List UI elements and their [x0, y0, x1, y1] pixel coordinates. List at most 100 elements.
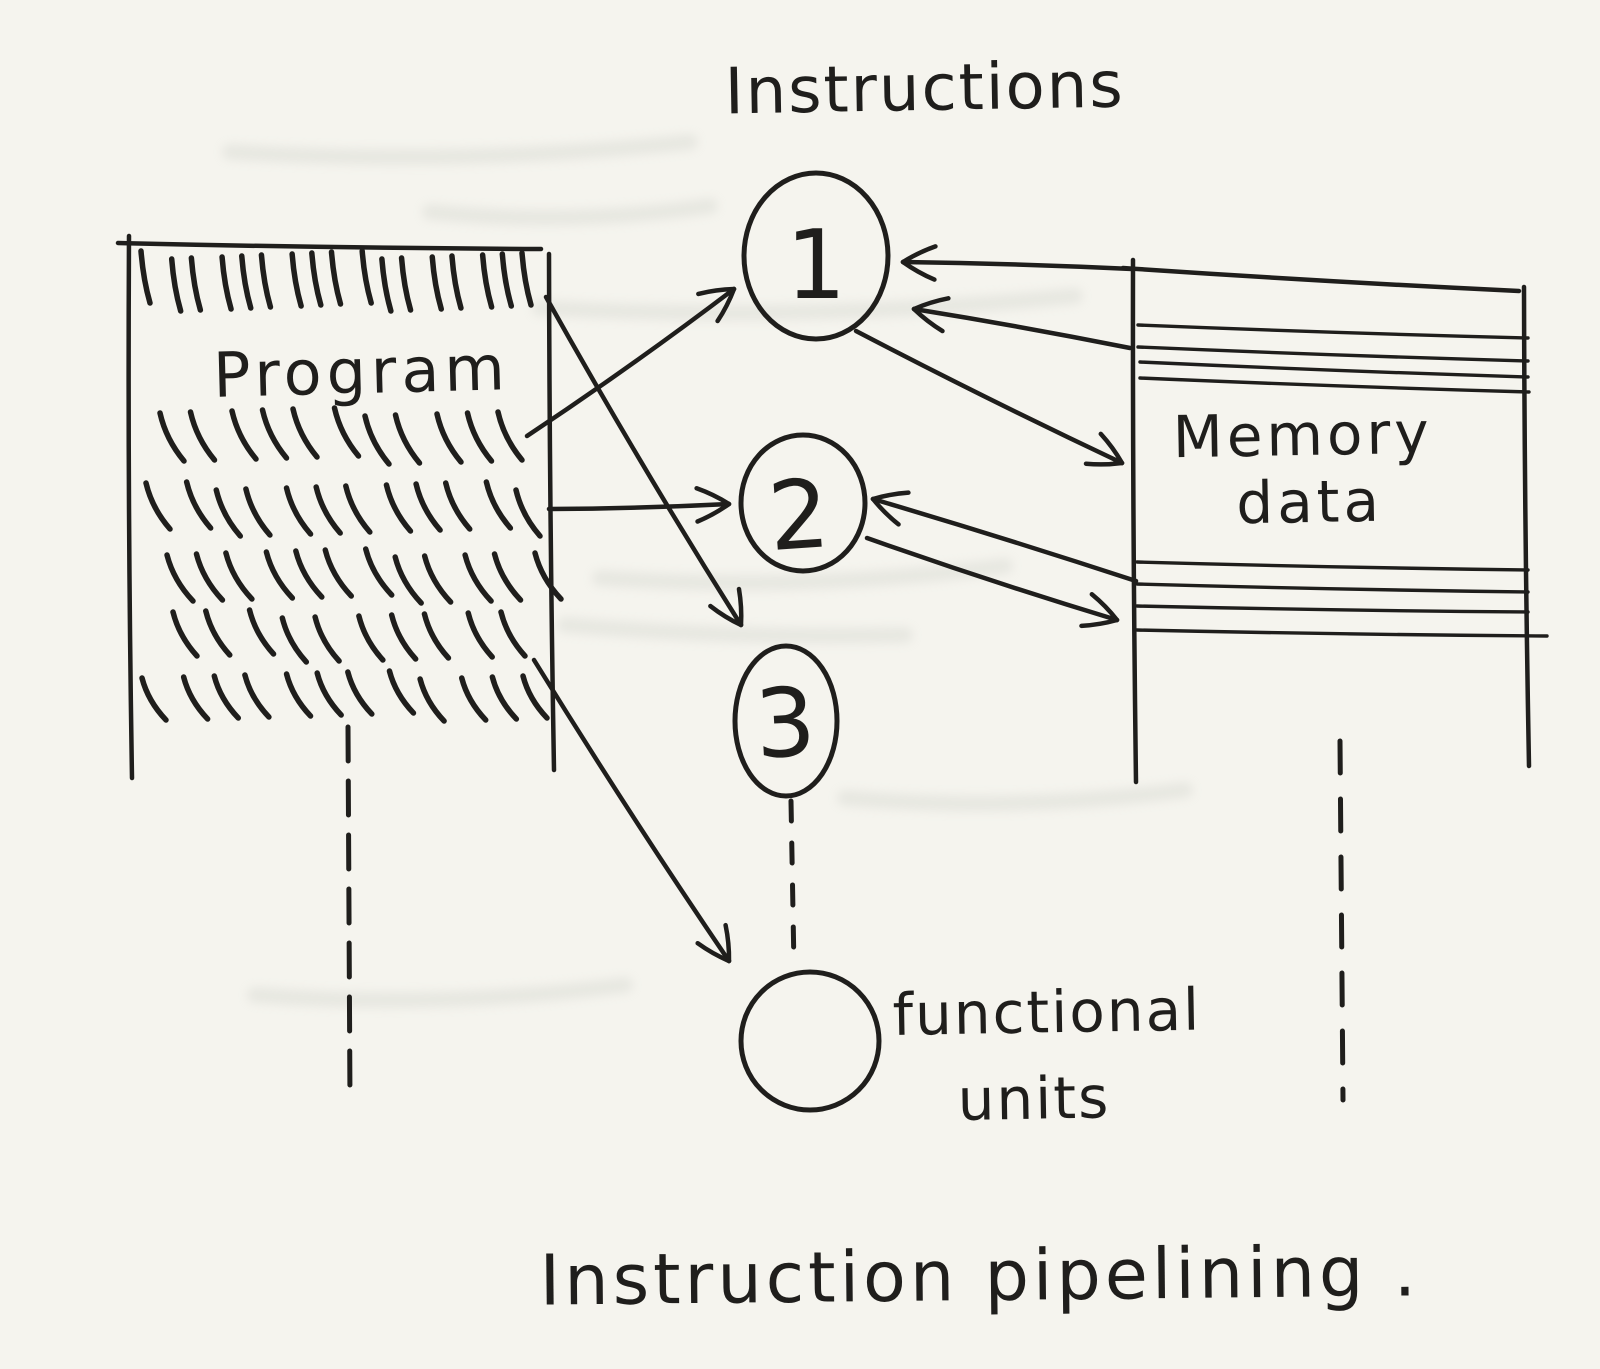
hatch-row [157, 405, 525, 467]
hatch-stroke [356, 613, 386, 663]
arrowhead-stroke [911, 296, 951, 312]
bleed-mark [222, 134, 698, 166]
arrow-shaft [900, 259, 1135, 272]
hatch-stroke [259, 407, 290, 461]
hatch-stroke [258, 252, 274, 310]
hatch-stroke [139, 675, 169, 723]
program-continuation-dashed-line [345, 724, 353, 1106]
hatch-stroke [143, 480, 173, 532]
hatch-stroke [331, 405, 362, 459]
hatch-stroke [398, 255, 414, 313]
bleed-mark [532, 288, 1083, 321]
hatch-stroke [421, 611, 452, 661]
hatch-stroke [312, 614, 342, 664]
hatch-stroke [314, 670, 344, 718]
hatch-stroke [293, 548, 325, 600]
arrow-shaft [864, 535, 1120, 623]
memory-row-line [1135, 604, 1530, 614]
memory-row-line [1138, 376, 1531, 394]
hatch-stroke [462, 552, 494, 604]
hatch-stroke [343, 483, 373, 535]
hatch-stroke [313, 484, 343, 536]
instruction-circles [732, 170, 891, 1113]
hatch-stroke [498, 609, 528, 659]
diagram-title: Instructions [724, 49, 1125, 130]
arrow-program-to-functional-units [531, 657, 732, 964]
hatch-stroke [279, 615, 310, 665]
memory-box-edge [1130, 257, 1139, 785]
hatch-stroke [283, 671, 314, 719]
memory-row-line [1135, 628, 1549, 638]
diagram-caption: Instruction pipelining . [539, 1230, 1420, 1321]
arrow-shaft [911, 306, 1133, 351]
arrow-shaft [524, 286, 737, 439]
arrowhead-stroke [1098, 431, 1125, 466]
hatch-stroke [442, 480, 473, 532]
arrowhead-stroke [736, 586, 744, 628]
arrowhead-stroke [870, 490, 911, 502]
hatch-stroke [362, 546, 395, 598]
memory-row-line [1135, 560, 1530, 572]
arrow-program-to-circle-2 [546, 486, 732, 524]
hatch-stroke [392, 554, 424, 606]
arrowhead-stroke [708, 603, 744, 628]
hatch-stroke [188, 255, 204, 313]
hatch-stroke [429, 254, 444, 312]
hatch-row [143, 479, 543, 539]
arrow-memory-to-circle-1-lower [911, 296, 1133, 351]
hatch-stroke [243, 486, 273, 538]
arrow-circle-2-to-memory [864, 535, 1120, 629]
hatch-stroke [289, 251, 304, 309]
memory-box-edge [1521, 284, 1532, 769]
hatch-row [139, 668, 550, 724]
hatch-stroke [193, 551, 226, 603]
arrow-memory-to-circle-2 [870, 490, 1139, 584]
hatch-stroke [242, 672, 272, 720]
hatch-stroke [458, 675, 489, 723]
hatch-stroke [359, 248, 374, 306]
hatch-stroke [203, 608, 233, 658]
hatch-stroke [386, 668, 417, 716]
hatch-stroke [345, 669, 375, 717]
hatch-stroke [379, 256, 394, 314]
hatch-stroke [392, 412, 423, 466]
arrow-shaft [531, 657, 732, 964]
hatch-stroke [157, 410, 187, 464]
memory-row-line [1138, 360, 1530, 379]
hatch-row [164, 546, 564, 606]
arrowhead-stroke [715, 286, 737, 324]
program-box-edge [126, 233, 135, 781]
memory-row-line [1136, 345, 1530, 363]
memory-box [1120, 257, 1532, 785]
hatch-stroke [479, 252, 495, 310]
bleed-mark [422, 198, 718, 226]
arrow-shaft [543, 294, 744, 628]
hatch-stroke [499, 251, 515, 309]
arrowhead-stroke [1089, 592, 1120, 623]
arrow-memory-to-circle-1-upper [900, 244, 1135, 282]
arrow-shaft [546, 501, 732, 512]
functional-units-label-line2: units [957, 1063, 1111, 1134]
instruction-circle-3 [732, 643, 840, 799]
instruction-circle-2 [738, 432, 868, 574]
hatch-stroke [168, 256, 184, 314]
hatch-row [170, 607, 528, 665]
memory-row-line [1135, 582, 1530, 594]
hatch-stroke [213, 487, 244, 539]
hatch-row [138, 248, 534, 314]
hatch-stroke [239, 253, 254, 311]
arrowhead-stroke [911, 306, 945, 334]
hatch-stroke [449, 253, 464, 311]
program-box-edge [546, 251, 557, 773]
hatch-stroke [483, 479, 514, 531]
arrowhead-stroke [695, 940, 732, 964]
hatch-stroke [263, 549, 296, 601]
hatch-stroke [465, 610, 495, 660]
arrowhead-stroke [1083, 460, 1125, 467]
memory-box-edge [1120, 265, 1522, 294]
hatch-stroke [388, 612, 419, 662]
hatch-stroke [413, 481, 443, 533]
arrowhead-stroke [900, 259, 937, 282]
hatch-stroke [532, 550, 564, 602]
